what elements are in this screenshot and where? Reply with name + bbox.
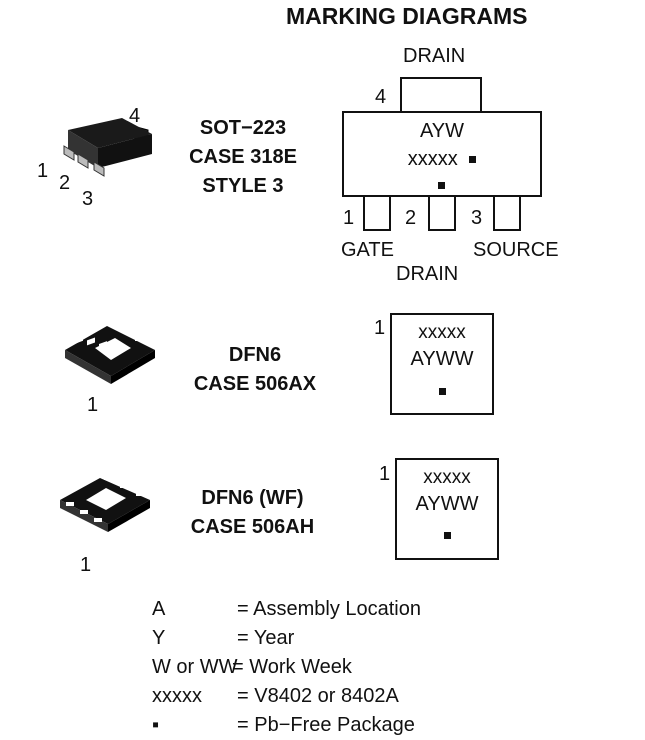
sot223-case-label: SOT−223 CASE 318E STYLE 3 <box>189 117 297 197</box>
dfn6-package-illustration: 1 <box>55 320 165 420</box>
tab-pin-number: 4 <box>375 86 387 108</box>
dfn6wf-pin-1-label: 1 <box>80 554 92 576</box>
pin-3-outline <box>493 195 521 231</box>
dfn6-marking-diagram: 1 xxxxx AYWW <box>372 310 502 418</box>
tab-drain-label: DRAIN <box>403 45 466 67</box>
dfn6-pin-1-label: 1 <box>87 394 99 416</box>
dfn6-marking-line-1: xxxxx <box>418 322 466 343</box>
pin-3-name: SOURCE <box>473 239 559 261</box>
sot223-marking-diagram: DRAIN 4 AYW xxxxx 1 2 3 GATE DRAIN SOURC… <box>335 42 585 287</box>
dfn6wf-marking-line-2: AYWW <box>415 493 479 515</box>
sot223-pin-2-label: 2 <box>59 172 71 194</box>
legend-key-pb-free-icon: ▪ <box>152 714 160 736</box>
legend-value: = Year <box>237 627 295 649</box>
legend-key: A <box>152 598 166 620</box>
legend-value: = Pb−Free Package <box>237 714 415 736</box>
dfn6wf-marking-line-1: xxxxx <box>423 467 471 488</box>
dfn6wf-package-illustration: 1 <box>50 470 160 580</box>
pin-1-name: GATE <box>341 239 394 261</box>
dfn6-body-outline <box>390 313 494 415</box>
legend-row: A = Assembly Location <box>152 598 482 624</box>
dfn6-marking-line-2: AYWW <box>410 348 474 370</box>
dfn6-case-label: DFN6 CASE 506AX <box>193 344 317 395</box>
sot223-package-image <box>63 118 152 177</box>
marking-line-1: AYW <box>419 120 465 142</box>
legend: A = Assembly Location Y = Year W or WW =… <box>152 598 482 738</box>
pin-2-number: 2 <box>405 207 417 229</box>
sot223-pin-3-label: 3 <box>82 188 94 210</box>
legend-value: = V8402 or 8402A <box>237 685 399 707</box>
dfn6wf-package-image <box>60 476 150 532</box>
legend-row: W or WW = Work Week <box>152 656 482 682</box>
pb-free-dot-icon <box>469 156 477 164</box>
dfn6wf-case-label: DFN6 (WF) CASE 506AH <box>190 487 315 538</box>
marking-line-2: xxxxx <box>342 148 542 171</box>
legend-row: ▪ = Pb−Free Package <box>152 714 482 740</box>
pin-1-number: 1 <box>343 207 355 229</box>
pin-3-number: 3 <box>471 207 483 229</box>
dfn6-package-image <box>65 320 155 384</box>
legend-key: Y <box>152 627 166 649</box>
pin-1-outline <box>363 195 391 231</box>
legend-row: xxxxx = V8402 or 8402A <box>152 685 482 711</box>
dfn6wf-marking-diagram: 1 xxxxx AYWW <box>377 455 507 563</box>
pb-free-dot-icon <box>438 182 445 189</box>
dfn6wf-marking-pin-1: 1 <box>379 463 391 485</box>
legend-value: = Work Week <box>232 656 352 678</box>
sot223-package-illustration: 1 2 3 4 <box>30 100 160 215</box>
pin-2-name: DRAIN <box>396 263 459 285</box>
pb-free-dot-icon <box>444 532 451 539</box>
pin-2-outline <box>428 195 456 231</box>
sot223-pin-1-label: 1 <box>37 160 49 182</box>
legend-row: Y = Year <box>152 627 482 653</box>
dfn6wf-body-outline <box>395 458 499 560</box>
legend-value: = Assembly Location <box>237 598 421 620</box>
tab-pin-outline <box>400 77 482 113</box>
pb-free-dot-icon <box>439 388 446 395</box>
dfn6-marking-pin-1: 1 <box>374 317 386 339</box>
sot223-pin-4-label: 4 <box>129 105 141 127</box>
legend-key: xxxxx <box>152 685 202 707</box>
legend-key: W or WW <box>152 656 238 678</box>
